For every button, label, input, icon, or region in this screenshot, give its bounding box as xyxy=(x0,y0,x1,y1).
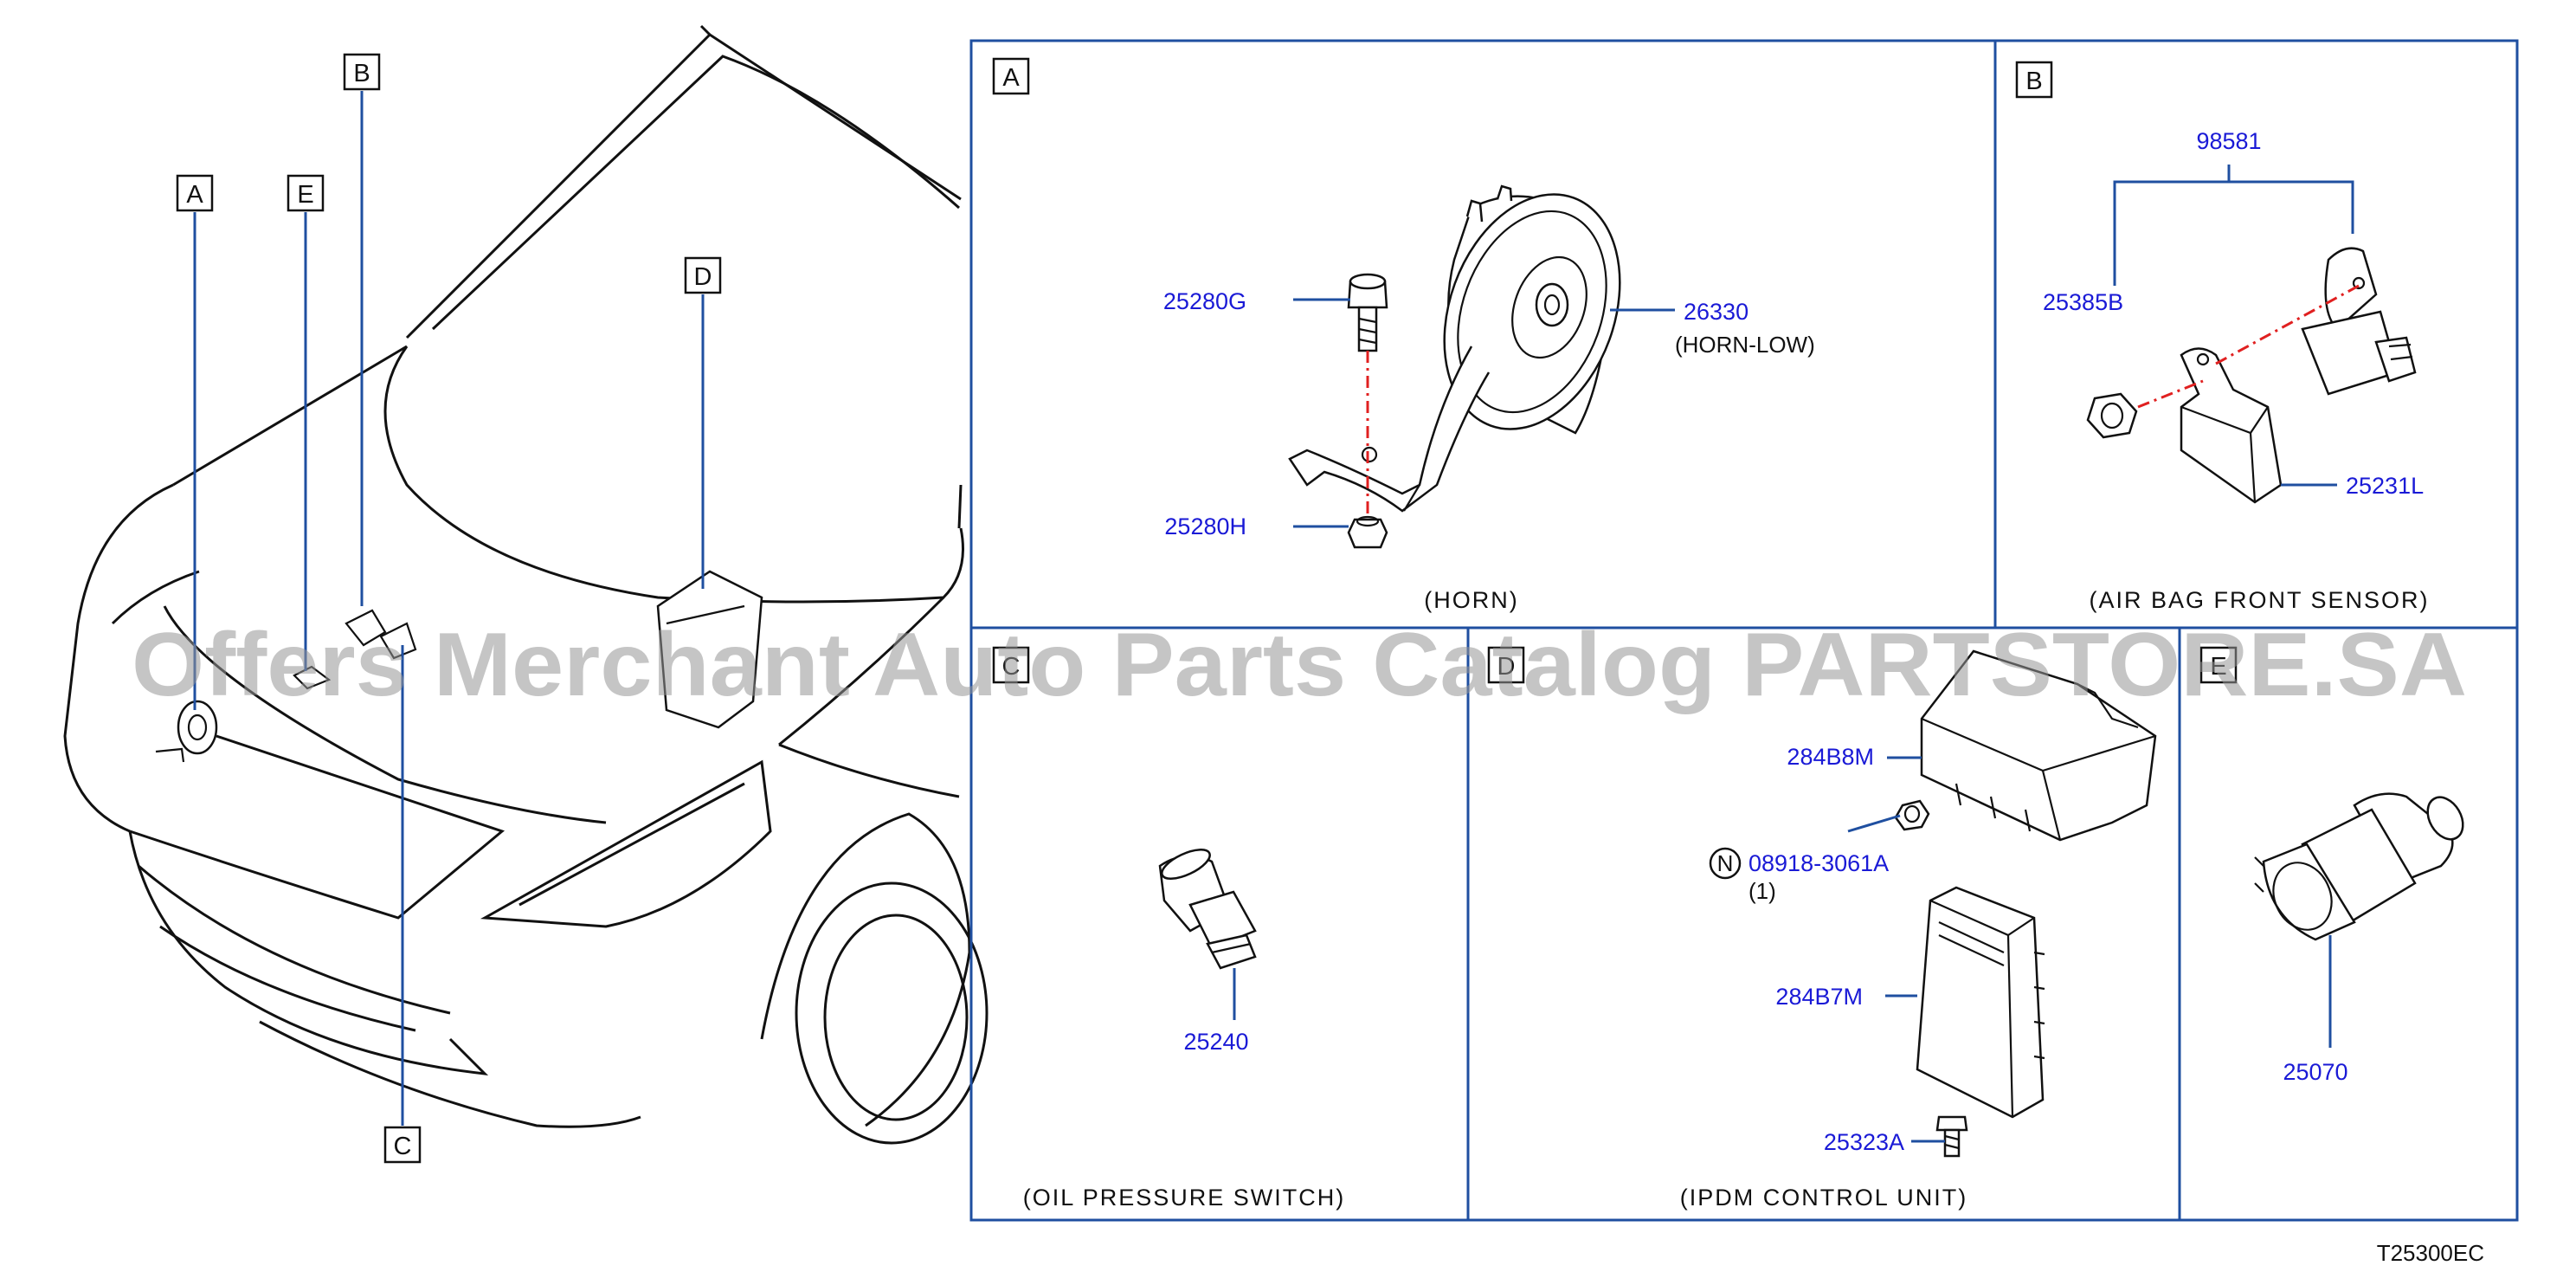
locator-b: B xyxy=(343,53,381,91)
locator-leaders xyxy=(193,91,705,1126)
part-number-98581[interactable]: 98581 xyxy=(2196,128,2261,154)
svg-text:N: N xyxy=(1717,850,1734,876)
svg-text:B: B xyxy=(353,60,370,87)
locator-d: D xyxy=(684,256,722,294)
svg-text:C: C xyxy=(1002,653,1021,681)
panel-c-caption: (OIL PRESSURE SWITCH) xyxy=(1023,1185,1346,1211)
car-outline-drawing xyxy=(63,24,989,1145)
svg-text:D: D xyxy=(694,263,712,291)
locator-a: A xyxy=(176,174,214,212)
panel-a-caption: (HORN) xyxy=(1424,587,1518,613)
panel-e-sensor: E 25070 xyxy=(2199,646,2464,1085)
horn-low-note: (HORN-LOW) xyxy=(1675,332,1815,358)
nut-n-symbol: N xyxy=(1709,847,1742,880)
sensor-25070-part xyxy=(2254,792,2464,941)
part-number-25280g[interactable]: 25280G xyxy=(1163,288,1246,314)
leader-98581 xyxy=(2113,165,2354,286)
panel-d-ipdm-control-unit: D xyxy=(1487,646,2157,1211)
diagram-code: T25300EC xyxy=(2377,1240,2484,1266)
oil-switch-part xyxy=(1158,849,1257,970)
svg-text:A: A xyxy=(1002,64,1020,92)
bolt-25280g-part xyxy=(1347,273,1388,352)
part-number-25385b[interactable]: 25385B xyxy=(2043,289,2123,315)
panel-a-horn: A xyxy=(992,57,1815,613)
svg-text:D: D xyxy=(1497,653,1516,681)
panel-d-label: D xyxy=(1487,646,1525,684)
panel-b-airbag-sensor: B 98581 25385B xyxy=(2015,61,2429,613)
horn-bracket xyxy=(1288,345,1491,513)
part-number-08918-3061a[interactable]: 08918-3061A xyxy=(1748,850,1889,876)
nut-08918-part xyxy=(1894,799,1930,831)
part-number-25070[interactable]: 25070 xyxy=(2283,1059,2347,1085)
svg-text:E: E xyxy=(2210,653,2226,681)
nut-quantity: (1) xyxy=(1748,878,1776,904)
bolt-25323a-part xyxy=(1935,1115,1968,1158)
part-number-284b8m[interactable]: 284B8M xyxy=(1787,744,1874,770)
panel-b-caption: (AIR BAG FRONT SENSOR) xyxy=(2089,587,2429,613)
part-number-25280h[interactable]: 25280H xyxy=(1164,513,1246,539)
panel-c-label: C xyxy=(992,646,1030,684)
svg-text:E: E xyxy=(297,181,313,209)
panel-b-label: B xyxy=(2015,61,2053,99)
panel-e-label: E xyxy=(2199,646,2238,684)
nut-25280h-part xyxy=(1347,515,1388,549)
assembly-axis-line-b2 xyxy=(2215,284,2360,365)
leader-08918 xyxy=(1847,814,1901,833)
locator-e: E xyxy=(287,174,325,212)
panel-d-caption: (IPDM CONTROL UNIT) xyxy=(1680,1185,1967,1211)
svg-text:C: C xyxy=(394,1133,412,1160)
part-number-25323a[interactable]: 25323A xyxy=(1824,1129,1904,1155)
detail-panels-frame xyxy=(969,39,2519,1222)
panel-c-oil-pressure-switch: C 25240 (OIL PRESSURE SWITCH) xyxy=(992,646,1346,1211)
svg-text:A: A xyxy=(186,181,203,209)
part-number-25231l[interactable]: 25231L xyxy=(2346,473,2424,499)
watermark-text: Offers Merchant Auto Parts Catalog PARTS… xyxy=(132,615,2467,715)
bracket-25231l-part xyxy=(2180,347,2283,504)
airbag-sensor-part xyxy=(2301,247,2417,396)
panel-a-label: A xyxy=(992,57,1030,95)
part-number-26330[interactable]: 26330 xyxy=(1684,299,1748,325)
ipdm-unit-part xyxy=(1916,886,2045,1119)
locator-c: C xyxy=(383,1126,422,1164)
svg-text:B: B xyxy=(2025,68,2042,95)
part-number-25240[interactable]: 25240 xyxy=(1183,1029,1248,1055)
nut-25385b-part xyxy=(2086,392,2138,439)
ipdm-cover-part xyxy=(1920,649,2157,842)
assembly-axis-line-b1 xyxy=(2137,379,2204,409)
part-number-284b7m[interactable]: 284B7M xyxy=(1775,984,1863,1010)
